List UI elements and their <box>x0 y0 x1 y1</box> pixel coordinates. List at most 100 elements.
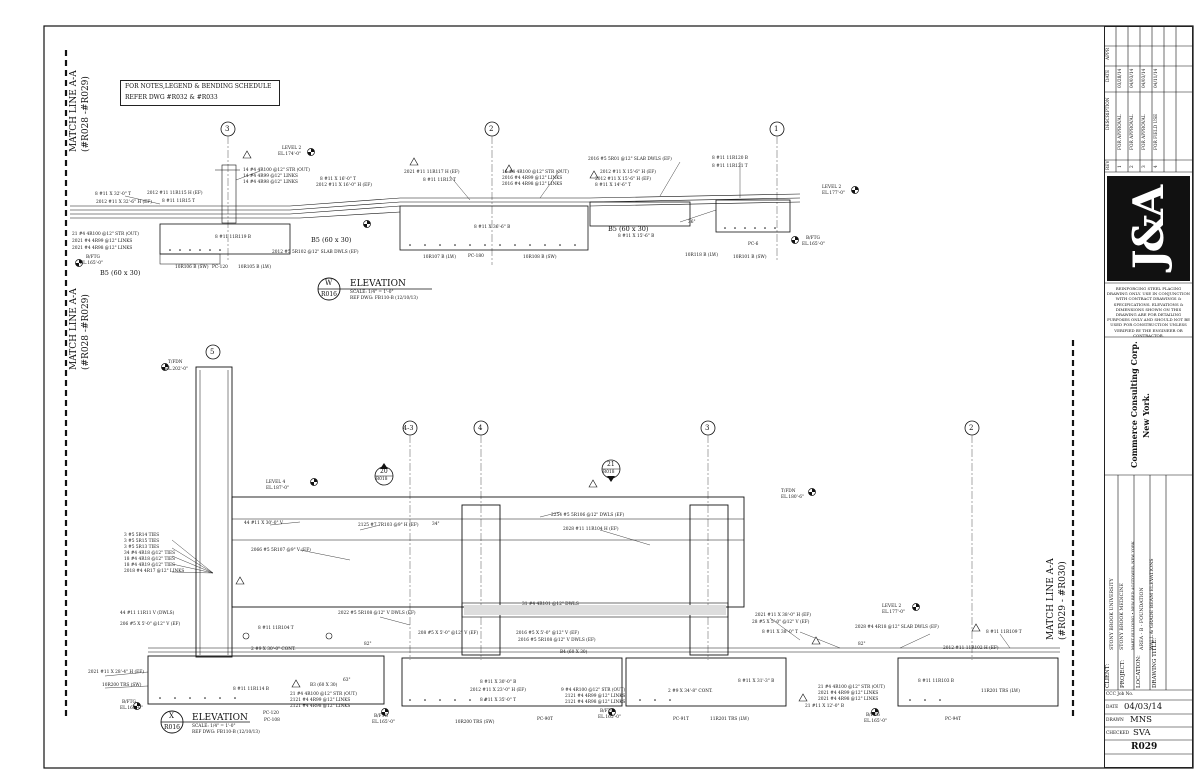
elevation-x-ref: REF DWG: FB110-B (12/10/13) <box>192 730 260 735</box>
rev-description: FOR APPROVAL <box>1118 114 1123 150</box>
top-rebar-dots <box>169 227 776 251</box>
pile-cap-tag: PC-90T <box>537 717 553 722</box>
rebar-callout: 11R201 TRS (LW) <box>710 717 749 722</box>
rebar-callout: 2016 #5 5R108 @12" V DWLS (EF) <box>518 638 596 643</box>
rebar-callout: 18 #4 4R19 @12" TIES <box>124 563 176 568</box>
btftg-el: EL.165'-0" <box>372 720 395 725</box>
disclaimer-text: REINFORCING STEEL PLACING DRAWING ONLY. … <box>1106 286 1191 338</box>
grid-label-bottom-4: 4 <box>478 424 483 432</box>
dimension: 36" <box>688 220 696 225</box>
rebar-callout: 2018 #4 4R17 @12" LINKS <box>124 569 185 574</box>
bottom-revision-triangles <box>235 479 981 702</box>
rebar-callout: 8 #11 X 30'-0" B <box>480 680 517 685</box>
company-name: Commerce Consulting Corp. <box>1129 341 1139 468</box>
drawing-title-1: AREA - B - FOUNDATION <box>1140 587 1145 650</box>
rebar-callout: 8 #11 11R103 B <box>918 679 954 684</box>
checked-label: CHECKED <box>1106 731 1130 736</box>
elevation-w-title: ELEVATION <box>350 279 406 289</box>
grid-label-top-2: 2 <box>489 125 494 133</box>
rebar-callout: 8 #11 11R114 B <box>233 687 269 692</box>
sheet-number: R029 <box>1131 742 1158 752</box>
elevation-x-sheet: R016 <box>164 724 180 731</box>
project-name: STONY BROOK MEDICINE <box>1120 583 1125 650</box>
rev-header-appr: APPR <box>1106 47 1111 60</box>
slab-stipple <box>464 605 726 615</box>
elevation-x-symbol <box>160 710 250 734</box>
client-label: CLIENT: <box>1105 663 1111 688</box>
date-value: 04/03/14 <box>1124 702 1163 712</box>
rebar-callout: 2022 #5 5R108 @12" V DWLS (EF) <box>338 611 416 616</box>
pile-cap-tag: PC-180 <box>468 254 484 259</box>
rebar-callout: 2016 #5 X 5'-0" @12" V (EF) <box>516 631 579 636</box>
grid-label-top-1: 1 <box>774 125 779 133</box>
rebar-callout: 14 #4 4R99 @12" LINKS <box>243 174 298 179</box>
rebar-callout: 14 #4 4R98 @12" LINKS <box>243 180 298 185</box>
rebar-callout: 31 #4 4R101 @12" DWLS <box>522 602 579 607</box>
rebar-callout: 14 #4 4R100 @12" STR (OUT) <box>243 168 310 173</box>
notes-box <box>120 80 280 106</box>
detail-21-sheet: R018 <box>603 470 615 475</box>
rebar-callout: 8 #11 X 35'-0" T <box>480 698 517 703</box>
btftg-label: B/FTG <box>122 700 136 705</box>
rebar-callout: 28 #5 X 5'-0" @12" V (EF) <box>752 620 810 625</box>
rebar-callout: 8 #11 11R13 T <box>423 178 456 183</box>
grid-label-bottom-5: 5 <box>210 348 215 356</box>
rev-number: 4 <box>1154 165 1159 168</box>
title-block <box>1104 26 1193 768</box>
rebar-callout: 8 #11 X 38'-0" T <box>762 630 799 635</box>
dimension: 34" <box>432 522 440 527</box>
match-line-label-right: MATCH LINE A-A <box>1046 558 1056 640</box>
top-grade-beams <box>159 164 791 265</box>
rebar-callout: 2121 #4 4R99 @12" LINKS <box>290 698 351 703</box>
detail-21-number: 21 <box>607 461 615 468</box>
level-label: LEVEL 2 <box>882 604 902 609</box>
title-block-lines <box>1104 26 1193 755</box>
match-line-sub-left-bottom: (#R028 -#R029) <box>81 294 91 370</box>
elevation-w-scale: SCALE: 1/4" = 1'-0" <box>350 290 394 295</box>
btftg-label: B/FTG <box>866 713 880 718</box>
gridline-bottom-2 <box>964 420 980 660</box>
btftg-label: B/FTG <box>600 709 614 714</box>
rebar-callout: 2121 #4 4R98 @12" LINKS <box>565 700 626 705</box>
pile-cap-tag: PC-108 <box>264 718 280 723</box>
dimension: 63" <box>343 678 351 683</box>
rebar-callout: 2016 #4 4R98 @12" LINKS <box>502 182 563 187</box>
rebar-callout: 9 #4 4R100 @12" STR (OUT) <box>561 688 626 693</box>
btftg-el: EL.165'-0" <box>864 719 887 724</box>
location-name: MART BUILDING • NEW RED AGGTOWER, NEW YO… <box>1130 541 1135 650</box>
rebar-callout: 10R200 TRS (SW) <box>455 720 495 725</box>
company-city: New York. <box>1141 393 1151 438</box>
tfdn-label: T/FDN <box>781 489 796 494</box>
detail-20-sheet: R018 <box>376 477 388 482</box>
gridline-bottom-4-3 <box>402 420 418 660</box>
rebar-callout: 3 #5 5R15 TIES <box>124 539 160 544</box>
rebar-callout: 2012 #11 11R102 H (EF) <box>943 646 999 651</box>
rebar-callout: 2125 #7 7R103 @9" H (EF) <box>358 523 419 528</box>
rev-description: FOR APPROVAL <box>1130 114 1135 150</box>
rebar-callout: 3 #5 5R14 TIES <box>124 533 160 538</box>
detail-bubble-21 <box>601 459 621 482</box>
elevation-w-ref: REF DWG: FB110-B (12/10/13) <box>350 296 418 301</box>
btftg-el: EL.165'-0" <box>80 261 103 266</box>
rebar-callout: 2021 #11 11R117 H (EF) <box>404 170 460 175</box>
detail-bubble-20 <box>374 463 394 486</box>
rebar-callout: 2012 #11 X 16'-0" H (EF) <box>316 183 372 188</box>
dimension: 82" <box>364 642 372 647</box>
checked-value: SVA <box>1133 728 1151 738</box>
rebar-callout: 8 #11 11R121 T <box>712 164 748 169</box>
top-revision-triangles <box>242 150 599 179</box>
rebar-callout: 2021 #4 4R99 @12" LINKS <box>72 239 133 244</box>
grid-label-bottom-3: 3 <box>705 424 710 432</box>
rebar-callout: 2021 #4 4R98 @12" LINKS <box>72 246 133 251</box>
pile-cap-tag: PC-120 <box>212 265 228 270</box>
beam-tag: B4 (60 X 30) <box>560 650 588 655</box>
gridline-top-1 <box>769 121 785 260</box>
btftg-el: EL.165'-0" <box>598 715 621 720</box>
gridline-bottom-5 <box>205 344 221 360</box>
top-level-markers <box>75 148 859 267</box>
rev-date: 03/28/14 <box>1118 68 1123 88</box>
level-el: EL.187'-0" <box>266 486 289 491</box>
rebar-callout: 10R105 B (LW) <box>238 265 272 270</box>
top-slab-lines <box>70 169 801 219</box>
